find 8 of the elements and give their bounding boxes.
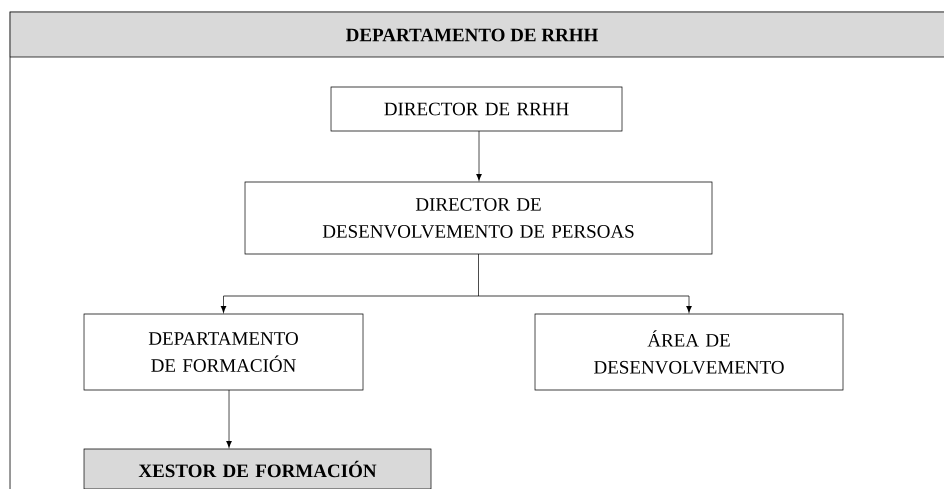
highlighted-role-box: XESTOR DE FORMACIÓN xyxy=(84,448,432,489)
arrow xyxy=(226,390,232,448)
role-box: DIRECTOR DE DESENVOLVEMENTO DE PERSOAS xyxy=(244,182,712,254)
role-box: DIRECTOR DE RRHH xyxy=(330,86,622,132)
branch-connector xyxy=(220,254,692,313)
arrow xyxy=(476,130,482,181)
role-box: ÁREA DE DESENVOLVEMENTO xyxy=(534,314,844,390)
role-box: DEPARTAMENTO DE FORMACIÓN xyxy=(84,314,364,390)
